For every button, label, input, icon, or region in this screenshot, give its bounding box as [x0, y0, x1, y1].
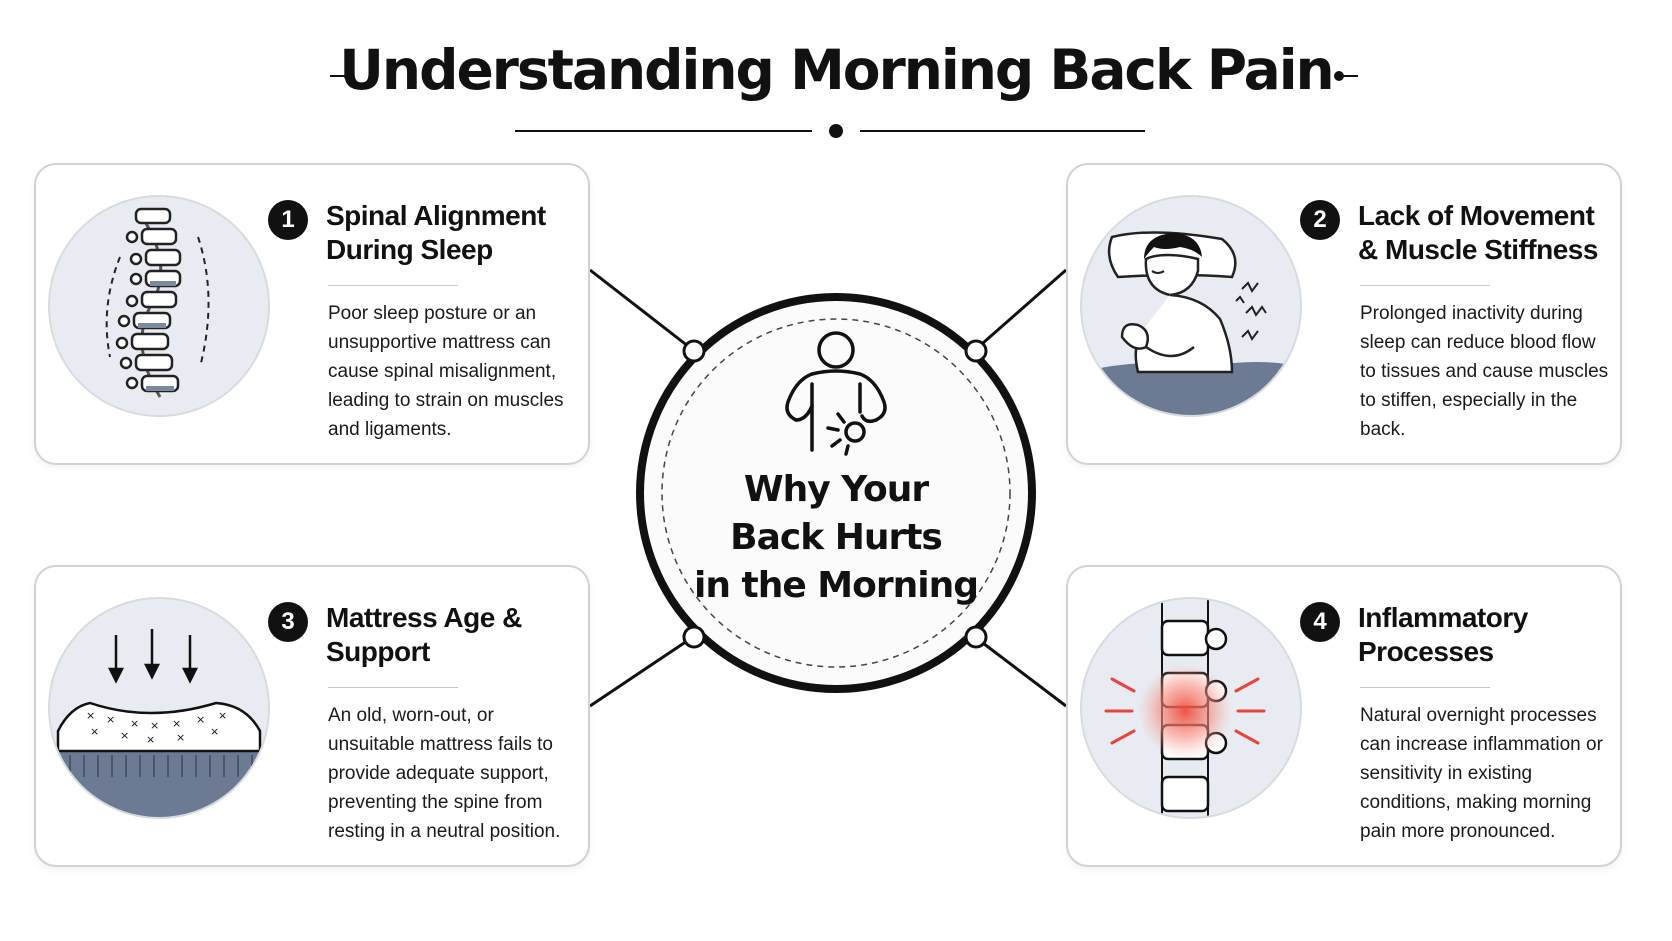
- svg-text:×: ×: [150, 719, 159, 732]
- center-label-line: in the Morning: [694, 565, 979, 606]
- card-title: Spinal Alignment During Sleep: [326, 200, 546, 265]
- svg-text:×: ×: [196, 713, 205, 726]
- svg-text:×: ×: [210, 725, 219, 738]
- card-number-badge: 4: [1300, 602, 1340, 642]
- mattress-icon: ××× ××× ××× ×××: [50, 629, 268, 817]
- icon-container: [1080, 597, 1302, 819]
- card-muscle-stiffness: 2 Lack of Movement & Muscle Stiffness Pr…: [1066, 163, 1622, 465]
- card-divider: [328, 687, 458, 688]
- card-inflammatory: 4 Inflammatory Processes Natural overnig…: [1066, 565, 1622, 867]
- connector-line: [589, 268, 694, 352]
- svg-text:×: ×: [172, 717, 181, 730]
- card-divider: [328, 285, 458, 286]
- title-ornament: [330, 71, 1358, 81]
- card-divider: [1360, 687, 1490, 688]
- svg-text:×: ×: [120, 729, 129, 742]
- svg-text:×: ×: [130, 717, 139, 730]
- card-description: Natural overnight processes can increase…: [1360, 705, 1603, 842]
- card-title: Lack of Movement & Muscle Stiffness: [1358, 200, 1598, 265]
- svg-text:×: ×: [106, 713, 115, 726]
- connector-node: [682, 339, 988, 649]
- spine-icon: [105, 207, 210, 398]
- inflamed-spine-icon: [1104, 599, 1266, 817]
- icon-container: [1080, 195, 1302, 417]
- center-circle: [636, 293, 1036, 693]
- back-pain-person-icon: [785, 331, 887, 456]
- card-description: Poor sleep posture or an unsupportive ma…: [328, 303, 564, 440]
- center-label: Why Your Back Hurts in the Morning: [686, 466, 986, 610]
- svg-text:×: ×: [86, 709, 95, 722]
- pressure-arrows-icon: [107, 629, 199, 684]
- title-divider: [515, 124, 1145, 138]
- connector-line: [589, 635, 694, 708]
- svg-text:×: ×: [176, 731, 185, 744]
- card-description: Prolonged inactivity during sleep can re…: [1360, 303, 1609, 440]
- card-number-badge: 1: [268, 200, 308, 240]
- center-label-line: Why Your: [743, 469, 929, 510]
- card-number-badge: 3: [268, 602, 308, 642]
- icon-container: [48, 195, 270, 417]
- sleeping-person-icon: [1082, 231, 1300, 415]
- connector-line: [974, 268, 1067, 352]
- connector-line: [974, 635, 1067, 708]
- card-title: Mattress Age & Support: [326, 602, 522, 667]
- card-spinal-alignment: 1 Spinal Alignment During Sleep Poor sle…: [34, 163, 590, 465]
- card-number-badge: 2: [1300, 200, 1340, 240]
- card-description: An old, worn-out, or unsuitable mattress…: [328, 705, 561, 842]
- icon-container: ××× ××× ××× ×××: [48, 597, 270, 819]
- page-title: Understanding Morning Back Pain: [339, 38, 1334, 102]
- card-divider: [1360, 285, 1490, 286]
- card-title: Inflammatory Processes: [1358, 602, 1528, 667]
- card-mattress-support: ××× ××× ××× ××× 3 Mattress Age & Support…: [34, 565, 590, 867]
- svg-text:×: ×: [90, 725, 99, 738]
- svg-text:×: ×: [146, 733, 155, 746]
- svg-text:×: ×: [218, 709, 227, 722]
- center-label-line: Back Hurts: [730, 517, 943, 558]
